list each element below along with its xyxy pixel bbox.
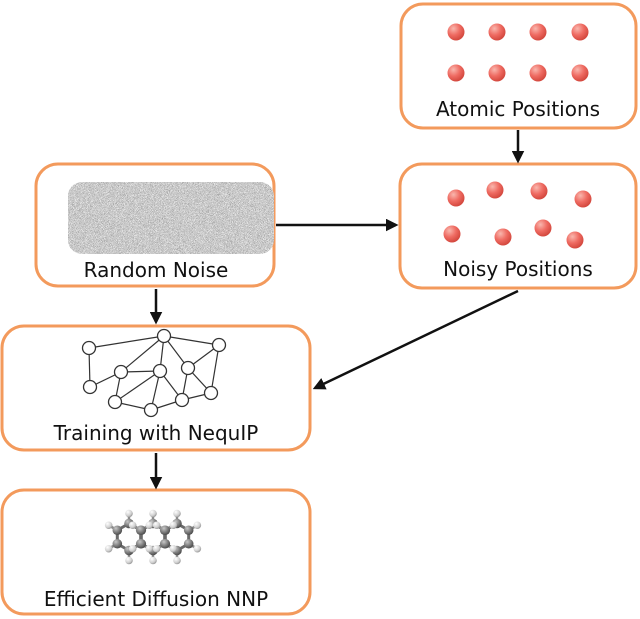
- anthracene-molecule-icon: [104, 509, 202, 565]
- hydrogen-atom-icon: [193, 544, 202, 553]
- hydrogen-atom-icon: [125, 509, 133, 518]
- arrows: [149, 130, 525, 490]
- graph-node-icon: [156, 328, 172, 344]
- graph-node-icon: [107, 394, 123, 410]
- atomic-positions-box: Atomic Positions: [399, 2, 638, 130]
- atom-icon: [529, 23, 547, 41]
- hydrogen-atom-icon: [128, 521, 137, 530]
- carbon-atom-icon: [160, 525, 171, 536]
- atom-icon: [486, 181, 504, 199]
- atom-icon: [529, 64, 547, 82]
- hydrogen-atom-icon: [152, 521, 161, 530]
- graph-edge: [88, 335, 165, 349]
- carbon-atom-icon: [136, 525, 147, 536]
- noisy-positions-box: Noisy Positions: [398, 162, 638, 290]
- graph-edge: [210, 344, 220, 394]
- atom-icon: [534, 219, 552, 237]
- graph-node-icon: [82, 379, 98, 395]
- atom-icon: [447, 23, 465, 41]
- hydrogen-atom-icon: [145, 544, 154, 553]
- carbon-atom-icon: [112, 538, 123, 549]
- training-label: Training with NequIP: [53, 421, 259, 445]
- graph-node-icon: [174, 392, 190, 408]
- hydrogen-atom-icon: [104, 521, 113, 530]
- graph-node-icon: [180, 360, 196, 376]
- hydrogen-atom-icon: [149, 556, 157, 565]
- hydrogen-atom-icon: [169, 544, 178, 553]
- efficient-nnp-box: Efficient Diffusion NNP: [0, 488, 312, 616]
- atom-icon: [566, 231, 584, 249]
- atom-icon: [443, 225, 461, 243]
- hydrogen-atom-icon: [149, 509, 157, 518]
- hydrogen-atom-icon: [128, 544, 137, 553]
- noisy-positions-label: Noisy Positions: [443, 257, 593, 281]
- atom-icon: [494, 228, 512, 246]
- graph-node-icon: [211, 337, 227, 353]
- hydrogen-atom-icon: [173, 509, 181, 518]
- atom-icon: [447, 64, 465, 82]
- atom-icon: [571, 64, 589, 82]
- atomic-positions-label: Atomic Positions: [436, 97, 600, 121]
- carbon-atom-icon: [136, 538, 147, 549]
- graph-edge: [114, 370, 161, 403]
- graph-node-icon: [152, 363, 168, 379]
- arrow-noisy-to-training: [312, 289, 519, 390]
- noise-texture-icon: [68, 182, 274, 254]
- graph-node-icon: [81, 340, 97, 356]
- carbon-atom-icon: [160, 538, 171, 549]
- efficient-nnp-label: Efficient Diffusion NNP: [44, 587, 268, 611]
- graph-node-icon: [113, 364, 129, 380]
- carbon-atom-icon: [183, 538, 194, 549]
- graph-node-icon: [203, 385, 219, 401]
- hydrogen-atom-icon: [152, 544, 161, 553]
- atom-icon: [571, 23, 589, 41]
- training-box: Training with NequIP: [0, 324, 312, 452]
- graph-edge: [120, 335, 165, 373]
- atom-icon: [488, 64, 506, 82]
- hydrogen-atom-icon: [125, 556, 133, 565]
- hydrogen-atom-icon: [173, 556, 181, 565]
- scattered-atoms-icon: [443, 181, 592, 249]
- hydrogen-atom-icon: [193, 521, 202, 530]
- hydrogen-atom-icon: [145, 521, 154, 530]
- ordered-atoms-grid-icon: [447, 23, 589, 82]
- graph-network-icon: [81, 328, 227, 418]
- random-noise-label: Random Noise: [84, 258, 229, 282]
- graph-edge: [163, 335, 220, 346]
- carbon-atom-icon: [183, 525, 194, 536]
- hydrogen-atom-icon: [169, 521, 178, 530]
- atom-icon: [447, 189, 465, 207]
- carbon-atom-icon: [112, 525, 123, 536]
- atom-icon: [574, 190, 592, 208]
- graph-node-icon: [143, 402, 159, 418]
- atom-icon: [530, 182, 548, 200]
- hydrogen-atom-icon: [104, 544, 113, 553]
- atom-icon: [488, 23, 506, 41]
- random-noise-box: Random Noise: [34, 162, 276, 288]
